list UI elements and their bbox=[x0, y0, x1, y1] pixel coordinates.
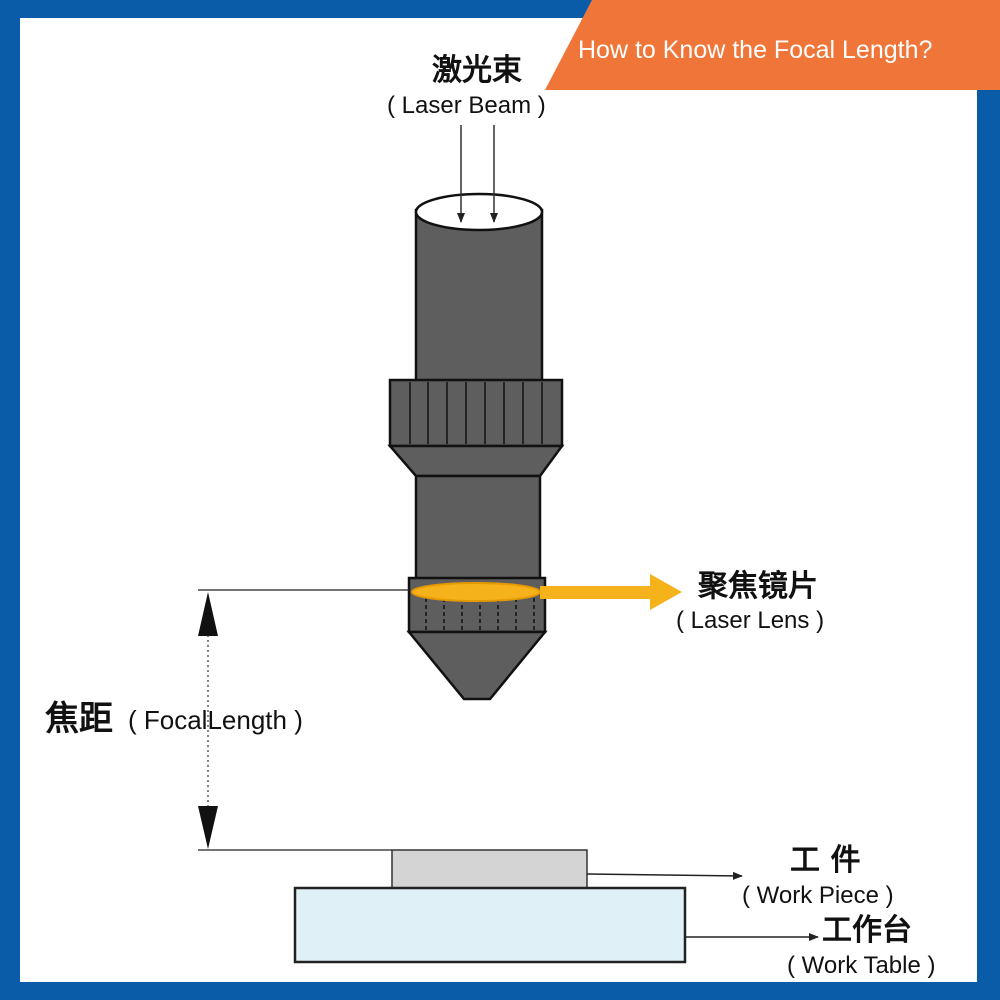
focal-arrow-up bbox=[198, 592, 218, 636]
work-piece-label-zh: 工 件 bbox=[790, 843, 861, 878]
laser-beam-arrows bbox=[457, 125, 498, 223]
focal-arrow-down bbox=[198, 806, 218, 849]
nozzle-upper-tube bbox=[414, 208, 544, 384]
lens-pointer-arrow bbox=[540, 574, 682, 610]
work-table bbox=[293, 886, 687, 964]
work-piece bbox=[391, 849, 588, 889]
laser-lens-label-zh: 聚焦镜片 bbox=[698, 569, 818, 604]
title-banner bbox=[545, 0, 1000, 90]
focal-length-label-zh: 焦距 bbox=[45, 699, 113, 739]
nozzle-cone-tip bbox=[406, 630, 548, 701]
nozzle-top-opening bbox=[414, 192, 544, 232]
work-table-label-zh: 工作台 bbox=[822, 913, 912, 948]
nozzle-lower-tube bbox=[414, 474, 542, 582]
knurl-lines bbox=[409, 382, 543, 444]
focal-length-dimension bbox=[198, 589, 410, 851]
laser-beam-label-en: ( Laser Beam ) bbox=[387, 92, 546, 119]
nozzle-taper bbox=[387, 444, 565, 478]
banner-title: How to Know the Focal Length? bbox=[578, 36, 933, 64]
laser-beam-label-zh: 激光束 bbox=[432, 53, 522, 88]
work-piece-pointer bbox=[586, 871, 743, 880]
nozzle-knurled-ring bbox=[388, 378, 564, 448]
laser-nozzle bbox=[387, 192, 565, 701]
focal-length-label-en: ( FocalLength ) bbox=[128, 705, 303, 735]
laser-lens-label-en: ( Laser Lens ) bbox=[676, 607, 825, 634]
lens-holder-dashes bbox=[425, 598, 535, 632]
work-piece-label-en: ( Work Piece ) bbox=[742, 882, 894, 909]
focus-lens bbox=[411, 582, 541, 602]
work-table-label-en: ( Work Table ) bbox=[787, 952, 936, 979]
